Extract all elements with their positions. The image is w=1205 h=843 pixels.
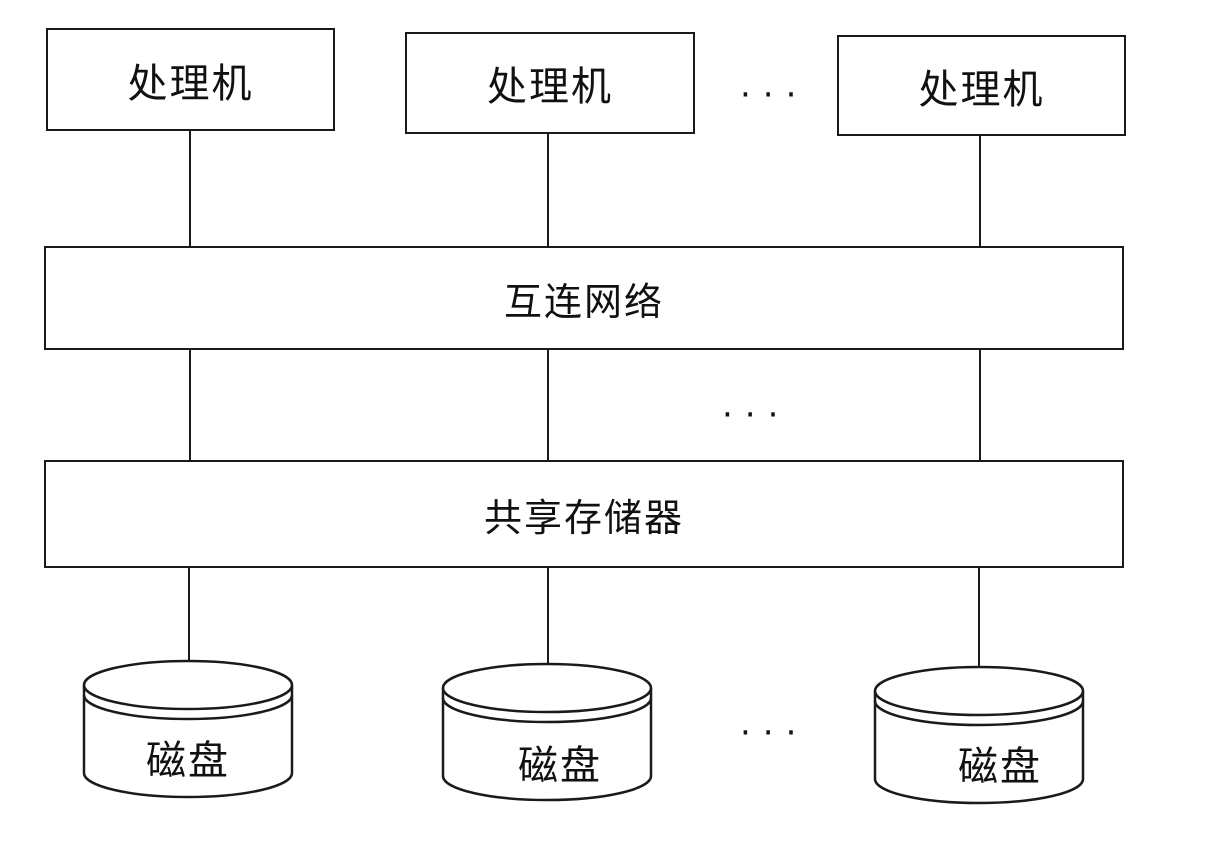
disk-label: 磁盘 — [518, 743, 602, 789]
disk-cylinder-icon — [873, 665, 1085, 805]
connector-line — [979, 136, 981, 250]
disk-label: 磁盘 — [958, 744, 1042, 790]
processor-box-3: 处理机 — [837, 35, 1126, 136]
disk-cylinder-icon — [441, 662, 653, 802]
interconnect-label: 互连网络 — [503, 279, 664, 324]
shared-memory: 共享存储器 — [44, 460, 1124, 568]
processor-label: 处理机 — [487, 64, 613, 110]
shared-memory-label: 共享存储器 — [483, 495, 684, 540]
disk-ellipsis: ··· — [740, 713, 809, 753]
connector-line — [188, 566, 190, 661]
interconnect-network: 互连网络 — [44, 246, 1124, 350]
interconnect-ellipsis: ··· — [722, 395, 791, 435]
processor-label: 处理机 — [127, 60, 254, 107]
connector-line — [547, 350, 549, 462]
connector-line — [189, 131, 191, 248]
processor-label: 处理机 — [918, 66, 1045, 113]
connector-line — [547, 134, 549, 248]
disk-cylinder-icon — [82, 659, 294, 799]
processor-ellipsis: ··· — [740, 75, 809, 115]
connector-line — [978, 568, 980, 667]
connector-line — [979, 350, 981, 464]
disk-label: 磁盘 — [146, 738, 230, 784]
processor-box-2: 处理机 — [405, 32, 695, 134]
connector-line — [547, 566, 549, 664]
connector-line — [189, 350, 191, 462]
processor-box-1: 处理机 — [46, 28, 335, 131]
